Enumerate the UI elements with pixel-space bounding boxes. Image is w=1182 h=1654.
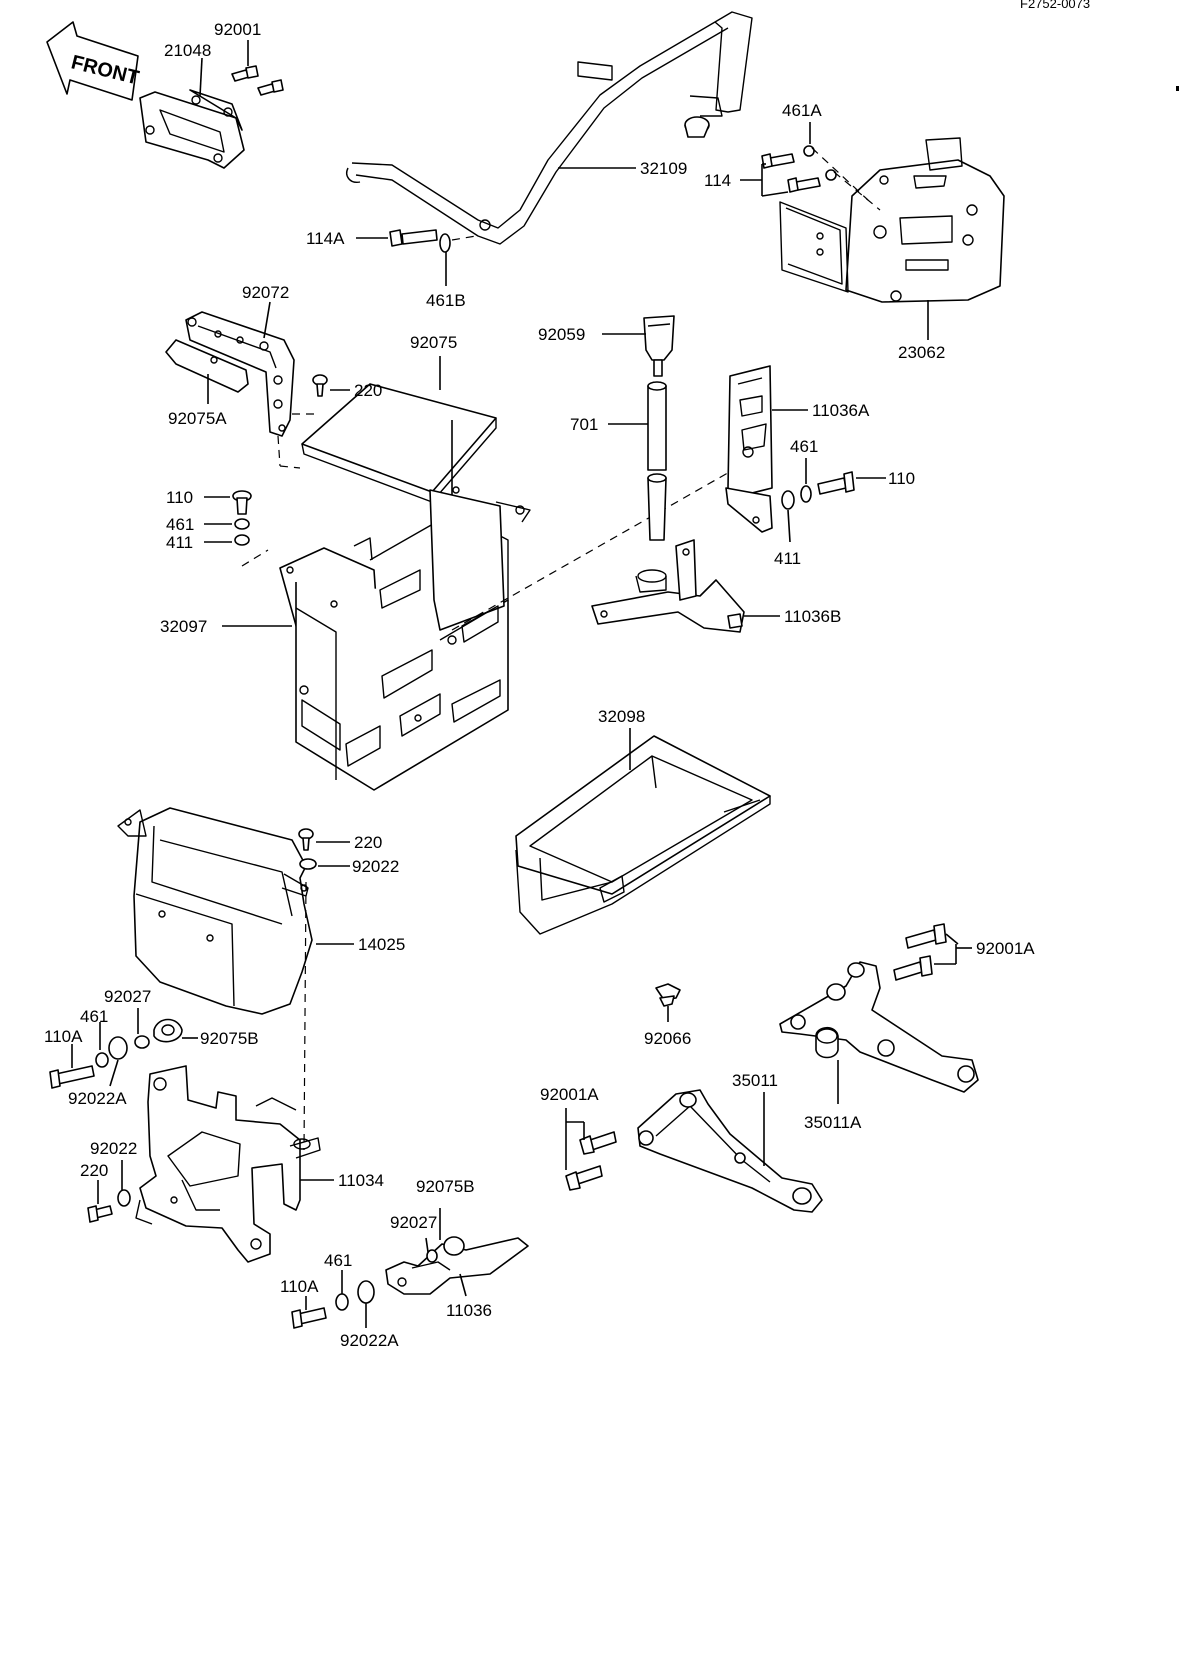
callout-110-right: 110 bbox=[888, 469, 915, 488]
part-92075-pad bbox=[301, 383, 497, 503]
part-11034-bracket bbox=[135, 1065, 321, 1263]
part-23062-bracket bbox=[779, 137, 1005, 303]
hardware-left-mid-icon bbox=[49, 1018, 183, 1089]
callout-220-lower: 220 bbox=[80, 1161, 108, 1180]
bolt-110-right-icon bbox=[781, 471, 855, 510]
callout-92022-mid: 92022 bbox=[352, 857, 399, 876]
callout-92001: 92001 bbox=[214, 20, 261, 39]
bolt-114-icon bbox=[761, 145, 837, 193]
callout-32109: 32109 bbox=[640, 159, 687, 178]
callout-114: 114 bbox=[704, 171, 731, 190]
diagram-code: F2752-0073 bbox=[1020, 0, 1090, 11]
callout-92075B-bottom: 92075B bbox=[416, 1177, 475, 1196]
part-92072-bracket bbox=[185, 311, 295, 437]
callout-21048: 21048 bbox=[164, 41, 211, 60]
part-92075a-bracket bbox=[165, 339, 249, 393]
bolt-92001a-right-icon bbox=[893, 923, 947, 981]
callout-110-left: 110 bbox=[166, 488, 193, 507]
bolt-114a-icon bbox=[389, 229, 451, 253]
callout-11034: 11034 bbox=[338, 1171, 384, 1190]
part-11036-bracket bbox=[385, 1236, 529, 1295]
screw-220-mid-icon bbox=[298, 828, 317, 870]
callout-461-left: 461 bbox=[166, 515, 194, 534]
callout-92075: 92075 bbox=[410, 333, 457, 352]
part-701-tube bbox=[647, 381, 667, 541]
callout-461-bottom: 461 bbox=[324, 1251, 352, 1270]
part-11036b-bracket bbox=[591, 539, 745, 633]
callout-92027-left: 92027 bbox=[104, 987, 151, 1006]
callout-92066: 92066 bbox=[644, 1029, 691, 1048]
part-14025-box bbox=[117, 807, 313, 1015]
callout-110A-left: 110A bbox=[44, 1027, 83, 1046]
callout-14025: 14025 bbox=[358, 935, 405, 954]
callout-11036B: 11036B bbox=[784, 607, 841, 626]
part-32109-frame bbox=[346, 11, 753, 245]
callout-32097: 32097 bbox=[160, 617, 207, 636]
part-35011-bracket bbox=[637, 1089, 823, 1213]
screw-220-icon bbox=[312, 374, 328, 397]
callout-11036A: 11036A bbox=[812, 401, 870, 420]
callout-92075A: 92075A bbox=[168, 409, 227, 428]
callout-92059: 92059 bbox=[538, 325, 585, 344]
callout-92022-lower: 92022 bbox=[90, 1139, 137, 1158]
callout-35011: 35011 bbox=[732, 1071, 778, 1090]
callout-411-left: 411 bbox=[166, 533, 193, 552]
callout-92001A-left: 92001A bbox=[540, 1085, 599, 1104]
part-11036a-bracket bbox=[725, 365, 773, 533]
part-21048-bracket bbox=[139, 89, 245, 169]
callout-92022A-left: 92022A bbox=[68, 1089, 127, 1108]
callout-461A: 461A bbox=[782, 101, 822, 120]
callout-92022A-bottom: 92022A bbox=[340, 1331, 399, 1350]
callout-92075B-left: 92075B bbox=[200, 1029, 259, 1048]
callout-32098: 32098 bbox=[598, 707, 645, 726]
callout-461-leftmid: 461 bbox=[80, 1007, 108, 1026]
callout-92072: 92072 bbox=[242, 283, 289, 302]
part-32098-tray bbox=[515, 735, 771, 935]
bolt-92001-icon bbox=[231, 65, 284, 96]
callout-92001A-right: 92001A bbox=[976, 939, 1035, 958]
part-92066-plug bbox=[655, 983, 681, 1007]
bolt-110-stack-icon bbox=[232, 490, 252, 546]
hardware-bottom-icon bbox=[291, 1280, 375, 1329]
bolt-92001a-left-icon bbox=[565, 1131, 617, 1191]
callout-110A-bottom: 110A bbox=[280, 1277, 319, 1296]
callout-220-mid: 220 bbox=[354, 833, 382, 852]
screw-220-lower-icon bbox=[87, 1189, 131, 1223]
callout-461B: 461B bbox=[426, 291, 466, 310]
callout-11036: 11036 bbox=[446, 1301, 492, 1320]
callout-114A: 114A bbox=[306, 229, 345, 248]
callout-92027-bottom: 92027 bbox=[390, 1213, 437, 1232]
front-arrow-icon: FRONT bbox=[46, 21, 141, 101]
part-35011a-bracket bbox=[779, 961, 979, 1093]
callout-23062: 23062 bbox=[898, 343, 945, 362]
callout-461-right: 461 bbox=[790, 437, 818, 456]
callout-701: 701 bbox=[570, 415, 598, 434]
edge-mark bbox=[1176, 86, 1179, 91]
callout-35011A: 35011A bbox=[804, 1113, 862, 1132]
part-92059-cap bbox=[643, 315, 675, 377]
callout-411-right: 411 bbox=[774, 549, 801, 568]
callout-220-upper: 220 bbox=[354, 381, 382, 400]
part-32097-case bbox=[279, 486, 531, 791]
